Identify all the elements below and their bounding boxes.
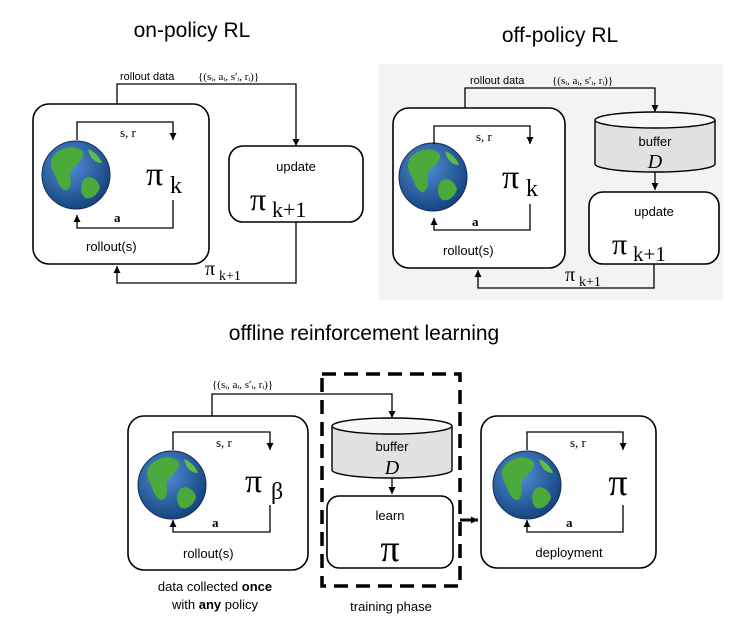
on-policy-panel: rollout data {(sᵢ, aᵢ, s′ᵢ, rᵢ)} s, r a … [32,71,364,284]
update-label: update [276,159,316,174]
tuple-set-label: {(sᵢ, aᵢ, s′ᵢ, rᵢ)} [212,379,273,391]
behavior-policy-subscript: β [271,479,283,505]
rollouts-label: rollout(s) [86,239,137,254]
globe-icon [137,450,207,520]
action-label: a [114,210,121,225]
learned-policy-symbol: π [380,528,399,570]
buffer-label: buffer [375,439,409,454]
rollouts-label: rollout(s) [443,243,494,258]
tuple-set-label: {(sᵢ, aᵢ, s′ᵢ, rᵢ)} [198,71,259,83]
tuple-set-label: {(sᵢ, aᵢ, s′ᵢ, rᵢ)} [552,75,613,87]
globe-icon [492,450,562,520]
buffer-label: buffer [638,134,672,149]
rollout-data-label: rollout data [120,71,175,83]
policy-subscript: k [170,173,182,199]
updated-policy-subscript: k+1 [633,242,666,266]
offline-panel: {(sᵢ, aᵢ, s′ᵢ, rᵢ)} s, r a π β rollout(s… [127,372,657,614]
deployment-label: deployment [535,545,603,560]
policy-symbol: π [502,159,519,196]
training-phase-label: training phase [350,599,432,614]
learn-box [326,495,454,569]
buffer-symbol: D [647,151,663,173]
action-label: a [472,214,479,229]
off-policy-panel: rollout data {(sᵢ, aᵢ, s′ᵢ, rᵢ)} s, r a … [379,64,723,300]
any-policy-caption: with any policy [171,597,258,612]
learn-label: learn [376,508,405,523]
globe-icon [398,142,468,212]
rollout-data-label: rollout data [470,75,525,87]
deployed-policy-symbol: π [608,462,627,504]
buffer-cylinder: buffer D [594,111,716,173]
action-label: a [566,515,573,530]
behavior-policy-symbol: π [245,463,262,500]
updated-policy-symbol: π [250,181,266,217]
update-label: update [634,204,674,219]
rollouts-label: rollout(s) [183,546,234,561]
buffer-cylinder: buffer D [331,417,453,479]
feedback-policy-subscript: k+1 [579,275,601,290]
title-on-policy: on-policy RL [134,19,251,42]
globe-icon [41,140,111,210]
feedback-policy-symbol: π [205,258,215,280]
title-off-policy: off-policy RL [502,24,618,47]
state-reward-label: s, r [120,125,137,140]
state-reward-label: s, r [570,435,587,450]
title-offline: offline reinforcement learning [229,322,499,345]
policy-symbol: π [146,156,163,193]
updated-policy-symbol: π [612,228,627,261]
policy-subscript: k [526,176,538,202]
data-collected-caption: data collected once [158,579,272,594]
updated-policy-subscript: k+1 [272,197,306,222]
feedback-policy-subscript: k+1 [219,269,241,284]
state-reward-label: s, r [476,129,493,144]
feedback-policy-symbol: π [565,264,575,286]
training-phase-box [320,372,462,588]
action-label: a [212,515,219,530]
state-reward-label: s, r [216,435,233,450]
buffer-symbol: D [384,457,400,479]
